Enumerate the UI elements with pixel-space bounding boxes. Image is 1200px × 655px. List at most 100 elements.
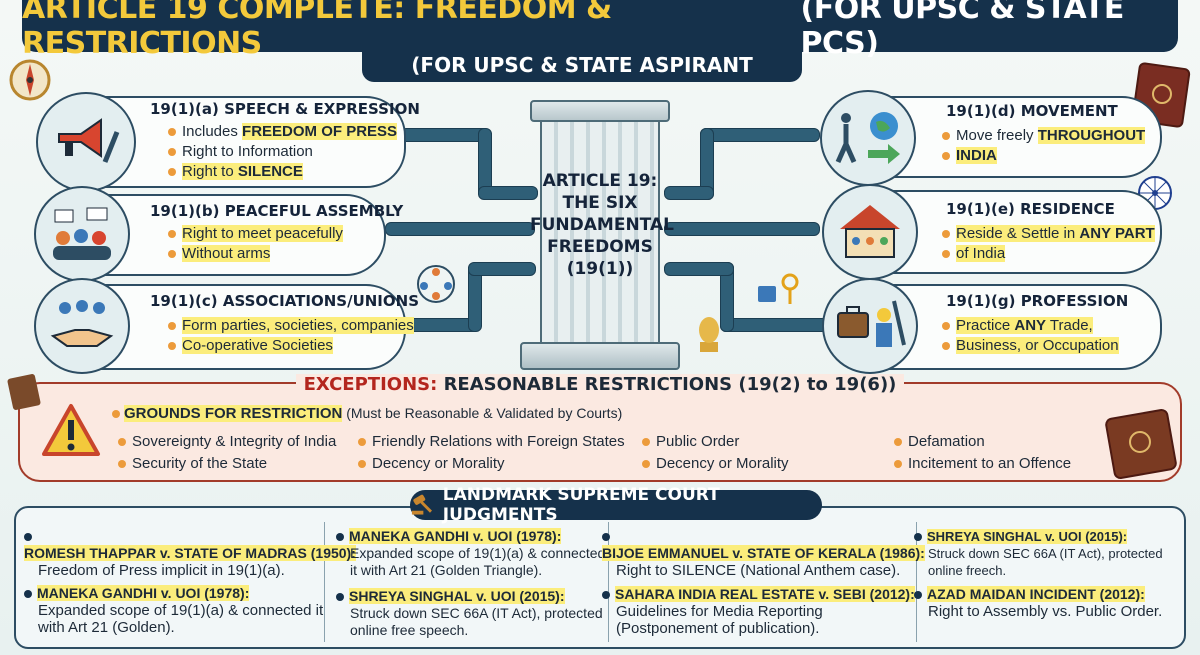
ground-item: Public Order: [642, 433, 739, 450]
freedom-title-profession: 19(1)(g) PROFESSION: [946, 292, 1129, 310]
exceptions-title-rest: REASONABLE RESTRICTIONS (19(2) to 19(6)): [437, 374, 897, 395]
connector-c-h2: [468, 262, 536, 276]
case-desc: Struck down SEC 66A (IT Act), protected …: [350, 605, 603, 638]
connector-g-h2: [664, 262, 734, 276]
passport-icon: [7, 373, 41, 411]
bullet-dot: [914, 533, 922, 542]
case-desc: Expanded scope of 19(1)(a) & connected i…: [350, 545, 606, 578]
walking-globe-icon: [835, 112, 900, 164]
connector-d-h2: [664, 186, 714, 200]
pillar-line: FREEDOMS: [547, 237, 653, 257]
item-text: of India: [956, 245, 1006, 262]
pillar-line: (19(1)): [566, 259, 634, 279]
ground-item: Friendly Relations with Foreign States: [358, 433, 625, 450]
bullet-dot: [24, 590, 32, 599]
bullet-dot: [336, 533, 344, 542]
column-divider: [916, 522, 917, 642]
bullet-dot: [336, 593, 344, 602]
group-icon: [417, 265, 455, 303]
case-desc: Guidelines for Media Reporting (Postpone…: [616, 603, 823, 637]
compass-icon: [9, 59, 51, 101]
item-text: Without arms: [182, 245, 271, 262]
bullet-dot: [112, 410, 120, 419]
exceptions-title: EXCEPTIONS: REASONABLE RESTRICTIONS (19(…: [0, 374, 1200, 395]
item-text: Right to Information: [182, 143, 313, 160]
item-highlight: FREEDOM OF PRESS: [242, 123, 398, 140]
judgment-item: SHREYA SINGHAL v. UOI (2015): Struck dow…: [914, 528, 1182, 579]
megaphone-icon: [58, 118, 120, 163]
connector-a-h2: [478, 186, 538, 200]
freedom-list-residence: Reside & Settle in ANY PART of India: [942, 224, 1155, 264]
column-divider: [324, 522, 325, 642]
list-item: Move freely THROUGHOUT: [942, 126, 1146, 146]
case-name: BIJOE EMMANUEL v. STATE OF KERALA (1986)…: [602, 545, 925, 561]
judgment-item: SAHARA INDIA REAL ESTATE v. SEBI (2012):…: [602, 586, 918, 637]
item-text: Business, or Occupation: [956, 337, 1119, 354]
item-highlight: ANY PART: [1079, 225, 1155, 242]
list-item-cont: of India: [942, 244, 1155, 264]
list-item: Without arms: [168, 244, 343, 264]
item-highlight: THROUGHOUT: [1037, 127, 1146, 144]
list-item: Right to Information: [168, 142, 397, 162]
freedom-list-movement: Move freely THROUGHOUT INDIA: [942, 126, 1146, 166]
case-name: MANEKA GANDHI v. UOI (1978):: [349, 528, 562, 544]
grounds-heading: GROUNDS FOR RESTRICTION (Must be Reasona…: [112, 405, 622, 422]
freedom-title-assembly: 19(1)(b) PEACEFUL ASSEMBLY: [150, 202, 404, 220]
item-text: Trade,: [1046, 317, 1093, 334]
connector-e: [664, 222, 820, 236]
bullet-dot: [24, 533, 32, 542]
freedom-list-associations: Form parties, societies, companies Co-op…: [168, 316, 414, 356]
case-desc: Struck down SEC 66A (IT Act), protected …: [928, 546, 1163, 578]
main-title: ARTICLE 19 COMPLETE: FREEDOM & RESTRICTI…: [22, 0, 1178, 61]
ground-item: Incitement to an Offence: [894, 455, 1071, 472]
bullet-dot: [602, 533, 610, 542]
profession-icon-circle: [822, 278, 918, 374]
handshake-icon: [50, 300, 114, 347]
case-name: ROMESH THAPPAR v. STATE OF MADRAS (1950)…: [24, 545, 356, 561]
list-item: Form parties, societies, companies: [168, 316, 414, 336]
connector-b: [385, 222, 535, 236]
item-text: Right to: [182, 163, 238, 180]
pillar-base: [520, 342, 680, 370]
item-highlight: SILENCE: [237, 163, 303, 180]
list-item: Includes FREEDOM OF PRESS: [168, 122, 398, 142]
crowd-icon: [53, 207, 111, 260]
judgment-item: ROMESH THAPPAR v. STATE OF MADRAS (1950)…: [24, 528, 356, 579]
case-name: SHREYA SINGHAL v. UOI (2015):: [349, 588, 565, 604]
freedom-title-movement: 19(1)(d) MOVEMENT: [946, 102, 1118, 120]
connector-d: [700, 128, 820, 142]
list-item: Right to SILENCE: [168, 162, 397, 182]
bullet-dot: [914, 591, 922, 600]
judgment-item: MANEKA GANDHI v. UOI (1978): Expanded sc…: [336, 528, 606, 579]
article-pillar: ARTICLE 19: THE SIX FUNDAMENTAL FREEDOMS…: [520, 100, 680, 370]
case-name: SAHARA INDIA REAL ESTATE v. SEBI (2012):: [615, 586, 915, 602]
judgment-item: MANEKA GANDHI v. UOI (1978): Expanded sc…: [24, 585, 324, 636]
list-item-cont: Business, or Occupation: [942, 336, 1119, 356]
associations-icon-circle: [34, 278, 130, 374]
warning-icon: [42, 404, 100, 456]
title-suffix: (FOR UPSC & STATE PCS): [800, 0, 1125, 61]
freedom-list-profession: Practice ANY Trade, Business, or Occupat…: [942, 316, 1119, 356]
list-item-cont: INDIA: [942, 146, 1145, 166]
connector-g: [720, 318, 830, 332]
ground-item: Decency or Morality: [642, 455, 789, 472]
pillar-line: ARTICLE 19:: [542, 171, 658, 191]
list-item: Practice ANY Trade,: [942, 316, 1119, 336]
case-name: AZAD MAIDAN INCIDENT (2012):: [927, 586, 1145, 602]
house-family-icon: [840, 205, 900, 258]
case-desc: Right to SILENCE (National Anthem case).: [616, 562, 901, 579]
item-text: Includes: [182, 123, 243, 140]
exceptions-title-red: EXCEPTIONS:: [303, 374, 438, 395]
freedom-title-associations: 19(1)(c) ASSOCIATIONS/UNIONS: [150, 292, 419, 310]
ground-item: Sovereignty & Integrity of India: [118, 433, 336, 450]
judgments-title-text: LANDMARK SUPREME COURT JUDGMENTS: [442, 485, 720, 525]
case-name: MANEKA GANDHI v. UOI (1978):: [37, 585, 250, 601]
residence-icon-circle: [822, 184, 918, 280]
case-desc: Right to Assembly vs. Public Order.: [928, 603, 1163, 620]
item-highlight: INDIA: [956, 147, 997, 164]
exceptions-title-wrap: EXCEPTIONS: REASONABLE RESTRICTIONS (19(…: [295, 374, 905, 395]
freedom-list-speech: Includes FREEDOM OF PRESS Right to Infor…: [168, 122, 398, 182]
bullet-dot: [602, 591, 610, 600]
pillar-shaft: [540, 122, 660, 342]
grounds-label: GROUNDS FOR RESTRICTION: [124, 405, 343, 422]
